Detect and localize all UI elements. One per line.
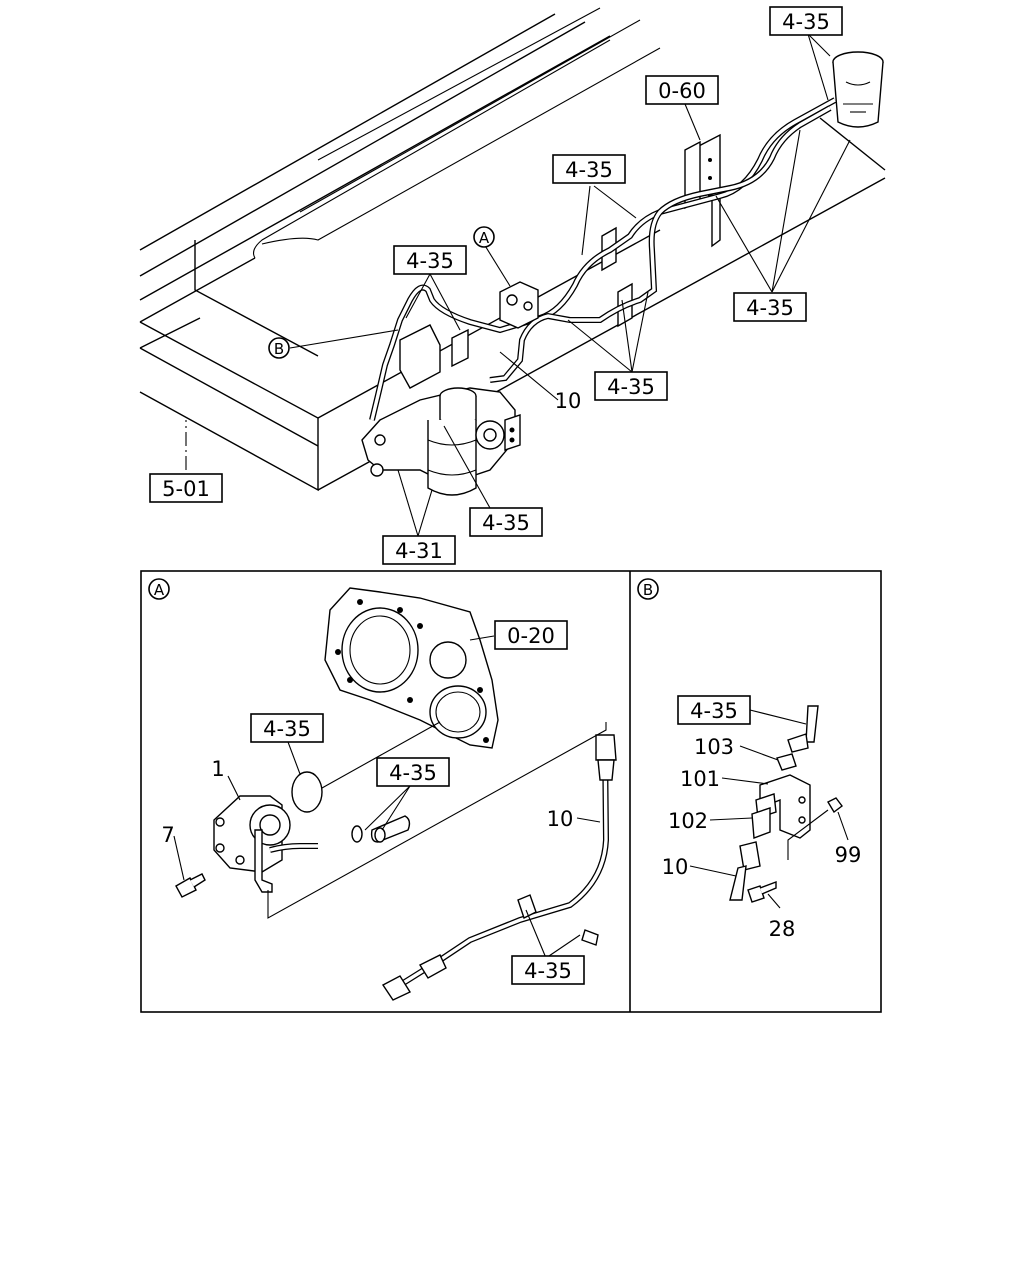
part-number-hose-b: 10 <box>662 855 689 879</box>
svg-text:4-35: 4-35 <box>482 511 530 535</box>
svg-text:4-35: 4-35 <box>607 375 655 399</box>
fitting-detail <box>776 705 819 771</box>
svg-text:4-35: 4-35 <box>263 717 311 741</box>
ref-box-bracket[interactable]: 0-60 <box>645 75 719 105</box>
ref-box-frame[interactable]: 5-01 <box>149 473 223 503</box>
ref-box-top-right[interactable]: 4-35 <box>769 6 843 36</box>
ref-box-gasket[interactable]: 0-20 <box>494 620 568 650</box>
svg-text:B: B <box>274 340 284 358</box>
part-number-hose: 10 <box>555 389 582 413</box>
detail-a-marker: A <box>148 578 170 600</box>
gasket-plate <box>324 587 499 749</box>
ref-box-oring[interactable]: 4-35 <box>250 713 324 743</box>
ref-box-clamp[interactable]: 4-35 <box>511 955 585 985</box>
ref-box-pump-base[interactable]: 4-31 <box>382 535 456 565</box>
svg-text:4-35: 4-35 <box>690 699 738 723</box>
detail-b-marker: B <box>637 578 659 600</box>
svg-text:0-20: 0-20 <box>507 624 555 648</box>
svg-text:4-35: 4-35 <box>782 10 830 34</box>
svg-text:B: B <box>643 581 653 599</box>
svg-text:4-35: 4-35 <box>524 959 572 983</box>
frame-rails <box>139 7 886 492</box>
hose-detail-b <box>729 841 761 901</box>
ref-box-mid-lower[interactable]: 4-35 <box>594 371 668 401</box>
bolt-28 <box>747 880 777 903</box>
o-ring <box>291 771 323 813</box>
svg-text:0-60: 0-60 <box>658 79 706 103</box>
pipe-runs <box>369 97 837 421</box>
nut-99 <box>827 797 843 814</box>
pump-assembly <box>361 387 521 496</box>
long-hose-detail <box>381 734 617 1001</box>
ref-box-pump-lower[interactable]: 4-35 <box>469 507 543 537</box>
callout-a[interactable]: A <box>473 226 495 248</box>
svg-text:A: A <box>479 229 490 247</box>
part-number-bolt: 7 <box>161 823 174 847</box>
main-leaders <box>185 33 851 537</box>
ref-box-left-upper[interactable]: 4-35 <box>393 245 467 275</box>
detail-panels-frame <box>140 570 882 1013</box>
svg-text:4-35: 4-35 <box>746 296 794 320</box>
bolt-7 <box>175 873 206 898</box>
ref-box-mid-upper[interactable]: 4-35 <box>552 154 626 184</box>
part-number-bolt-b: 28 <box>769 917 796 941</box>
svg-text:4-31: 4-31 <box>395 539 443 563</box>
part-number-bracket: 101 <box>680 767 720 791</box>
ref-box-fitting[interactable]: 4-35 <box>677 695 751 725</box>
part-number-pump: 1 <box>211 757 224 781</box>
svg-text:4-35: 4-35 <box>389 761 437 785</box>
svg-text:A: A <box>154 581 165 599</box>
part-number-hose-a: 10 <box>547 807 574 831</box>
detail-a-leaders <box>173 635 607 959</box>
part-number-nut-right: 99 <box>835 843 862 867</box>
hose-fittings-detail <box>351 815 411 843</box>
svg-text:4-35: 4-35 <box>565 158 613 182</box>
svg-text:4-35: 4-35 <box>406 249 454 273</box>
detail-b-leaders <box>689 709 849 909</box>
part-number-nut: 103 <box>694 735 734 759</box>
valve-block <box>499 281 539 329</box>
callout-b[interactable]: B <box>268 337 290 359</box>
svg-text:5-01: 5-01 <box>162 477 210 501</box>
ref-box-hose-fittings[interactable]: 4-35 <box>376 757 450 787</box>
part-number-connector: 102 <box>668 809 708 833</box>
connector-detail <box>751 793 777 839</box>
ref-box-right-lower[interactable]: 4-35 <box>733 292 807 322</box>
reservoir-tank <box>832 51 884 128</box>
pump-detail <box>213 795 318 893</box>
